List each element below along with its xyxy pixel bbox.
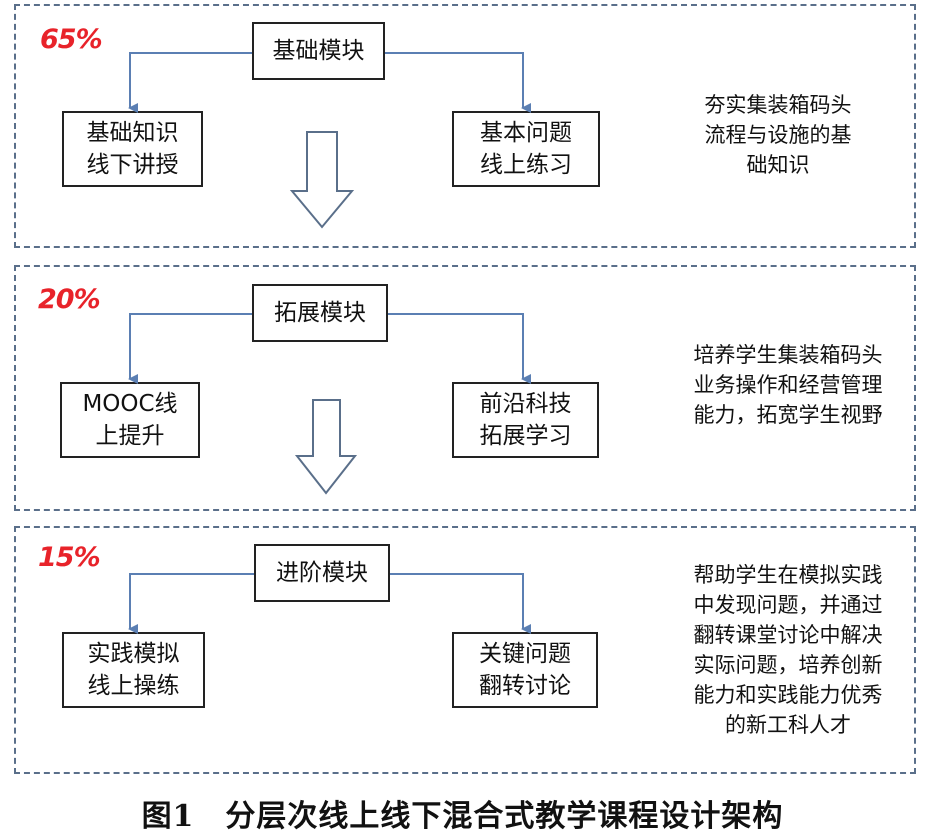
connector-advanced bbox=[128, 573, 531, 634]
connector-basic bbox=[128, 52, 531, 113]
module-box-extension: 拓展模块 bbox=[252, 284, 388, 342]
description-basic-line2: 流程与设施的基 bbox=[704, 123, 852, 147]
right-box-advanced-line1: 关键问题 bbox=[479, 641, 571, 667]
description-basic-line1: 夯实集装箱码头 bbox=[704, 93, 852, 117]
description-advanced-line6: 的新工科人才 bbox=[725, 713, 851, 737]
down-arrow-2-icon bbox=[294, 399, 358, 495]
right-box-advanced: 关键问题翻转讨论 bbox=[452, 632, 598, 708]
right-box-advanced-line2: 翻转讨论 bbox=[479, 673, 571, 699]
section-basic bbox=[14, 4, 916, 248]
description-advanced-line5: 能力和实践能力优秀 bbox=[693, 683, 883, 707]
left-box-basic-line1: 基础知识 bbox=[86, 120, 179, 146]
left-box-basic: 基础知识线下讲授 bbox=[62, 111, 203, 187]
module-label-basic: 基础模块 bbox=[272, 38, 365, 64]
left-box-advanced-line1: 实践模拟 bbox=[87, 641, 180, 667]
description-extension-line3: 能力，拓宽学生视野 bbox=[693, 403, 883, 427]
connector-extension bbox=[128, 313, 531, 384]
right-box-extension-line1: 前沿科技 bbox=[479, 391, 572, 417]
percent-label-basic: 65% bbox=[40, 24, 103, 55]
module-box-advanced: 进阶模块 bbox=[254, 544, 390, 602]
description-advanced-line2: 中发现问题，并通过 bbox=[693, 593, 883, 617]
module-label-advanced: 进阶模块 bbox=[276, 560, 368, 586]
description-extension: 培养学生集装箱码头 业务操作和经营管理 能力，拓宽学生视野 bbox=[670, 340, 906, 430]
right-box-basic: 基本问题线上练习 bbox=[452, 111, 600, 187]
figure-caption: 图1 分层次线上线下混合式教学课程设计架构 bbox=[141, 799, 784, 834]
description-basic-line3: 础知识 bbox=[746, 153, 810, 177]
module-label-extension: 拓展模块 bbox=[274, 300, 366, 326]
right-box-extension-line2: 拓展学习 bbox=[479, 423, 572, 449]
description-basic: 夯实集装箱码头 流程与设施的基 础知识 bbox=[668, 90, 888, 180]
section-extension bbox=[14, 265, 916, 511]
percent-label-advanced: 15% bbox=[38, 542, 101, 573]
module-box-basic: 基础模块 bbox=[252, 22, 385, 80]
left-box-extension-line1: MOOC线 bbox=[82, 391, 178, 417]
left-box-advanced-line2: 线上操练 bbox=[87, 673, 180, 699]
right-box-extension: 前沿科技拓展学习 bbox=[452, 382, 599, 458]
description-extension-line1: 培养学生集装箱码头 bbox=[693, 343, 883, 367]
left-box-advanced: 实践模拟线上操练 bbox=[62, 632, 205, 708]
description-advanced-line3: 翻转课堂讨论中解决 bbox=[693, 623, 883, 647]
left-box-extension-line2: 上提升 bbox=[95, 423, 165, 449]
left-box-basic-line2: 线下讲授 bbox=[86, 152, 179, 178]
description-advanced-line4: 实际问题，培养创新 bbox=[693, 653, 883, 677]
right-box-basic-line1: 基本问题 bbox=[480, 120, 572, 146]
down-arrow-1-icon bbox=[289, 131, 355, 229]
description-advanced-line1: 帮助学生在模拟实践 bbox=[693, 563, 883, 587]
right-box-basic-line2: 线上练习 bbox=[480, 152, 572, 178]
section-advanced bbox=[14, 526, 916, 774]
description-advanced: 帮助学生在模拟实践 中发现问题，并通过 翻转课堂讨论中解决 实际问题，培养创新 … bbox=[670, 560, 906, 740]
description-extension-line2: 业务操作和经营管理 bbox=[693, 373, 883, 397]
percent-label-extension: 20% bbox=[38, 284, 101, 315]
